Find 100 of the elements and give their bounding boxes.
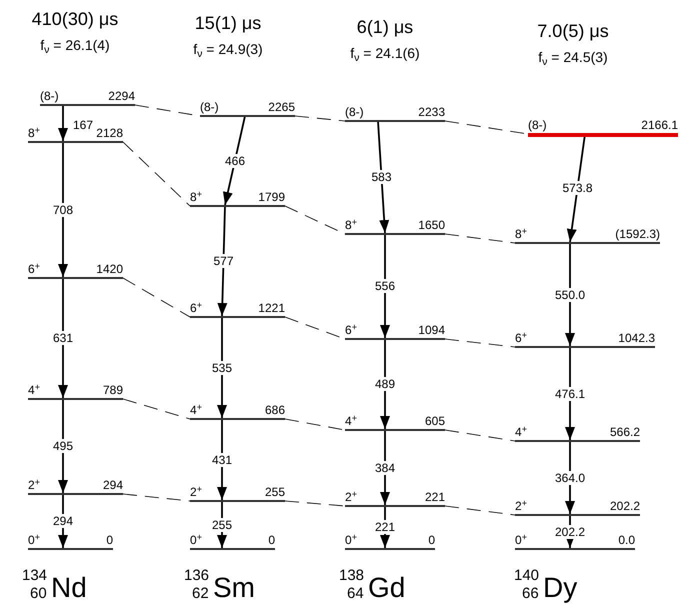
gamma-energy: 535 [210,360,234,374]
spin-parity: 0$^{+}$ [190,534,202,546]
level-energy: 0 [428,534,435,546]
level-energy: 202.2 [610,500,640,512]
level-energy: 1650 [418,219,445,231]
dashed-connector [284,206,346,234]
spin-parity: 8$^{+}$ [515,228,527,240]
half-life: 410(30) μs [32,10,118,28]
dashed-connector [122,142,190,206]
element-symbol: Nd [51,574,87,602]
dashed-connector [444,506,516,516]
spin-parity: 0$^{+}$ [28,534,40,546]
hindrance-factor: f$_{ν}$ = 24.9(3) [193,42,263,56]
mass-number: 140 [514,568,540,583]
gamma-energy: 476.1 [552,386,588,400]
dashed-connector [444,234,516,244]
atomic-number: 66 [522,586,539,601]
level-energy: 2128 [96,127,123,139]
level-energy: 2166.1 [641,119,678,131]
gamma-energy: 708 [50,202,76,216]
hindrance-factor: f$_{ν}$ = 24.1(6) [350,46,420,60]
spin-parity: 6$^{+}$ [515,332,527,344]
half-life: 15(1) μs [194,14,262,32]
level-energy: 2294 [108,90,135,102]
spin-parity: (8-) [345,106,364,118]
gamma-energy: 556 [372,279,398,293]
spin-parity: 2$^{+}$ [515,500,527,512]
mass-number: 136 [184,568,210,583]
gamma-energy: 495 [50,439,76,453]
level-energy: 2233 [418,106,445,118]
level-energy: 1221 [258,302,285,314]
transition-arrow [565,243,575,346]
hindrance-factor: f$_{ν}$ = 24.5(3) [538,50,608,64]
dashed-connector [444,430,516,442]
dashed-connector [122,398,190,420]
transition-arrow [58,142,68,277]
level-energy: 566.2 [610,426,640,438]
spin-parity: 2$^{+}$ [190,486,202,498]
spin-parity: 6$^{+}$ [190,302,202,314]
dashed-connector [294,116,346,122]
dashed-connector [122,278,190,318]
atomic-number: 60 [30,586,47,601]
gamma-energy: 466 [222,154,248,168]
level-energy: 1420 [96,263,123,275]
spin-parity: 6$^{+}$ [28,263,40,275]
element-symbol: Dy [543,574,578,602]
hindrance-factor: f$_{ν}$ = 26.1(4) [40,38,110,52]
level-energy: 1094 [418,324,445,336]
level-energy: 0 [106,534,113,546]
level-energy: 1799 [258,191,285,203]
element-symbol: Sm [213,574,255,602]
spin-parity: 4$^{+}$ [190,404,202,416]
gamma-energy: 489 [372,377,398,391]
spin-parity: 2$^{+}$ [28,479,40,491]
gamma-energy: 631 [50,331,76,345]
atomic-number: 64 [347,586,364,601]
level-energy: (1592.3) [615,228,660,240]
spin-parity: (8-) [528,119,547,131]
gamma-energy: 221 [372,520,398,534]
gamma-energy: 431 [210,452,234,466]
mass-number: 134 [22,568,48,583]
gamma-energy: 255 [210,518,234,532]
level-energy: 1042.3 [618,332,655,344]
dashed-connector [122,494,190,502]
spin-parity: 4$^{+}$ [515,426,527,438]
spin-parity: 4$^{+}$ [345,415,357,427]
gamma-energy: 202.2 [552,524,588,538]
gamma-energy: 573.8 [560,181,595,195]
spin-parity: 0$^{+}$ [515,534,527,546]
level-energy: 0 [268,534,275,546]
spin-parity: 8$^{+}$ [190,191,202,203]
element-symbol: Gd [368,574,406,602]
spin-parity: 6$^{+}$ [345,324,357,336]
level-energy: 686 [264,404,285,416]
atomic-number: 62 [192,586,209,601]
mass-number: 138 [339,568,364,583]
spin-parity: 4$^{+}$ [28,384,40,396]
level-energy: 294 [102,479,123,491]
gamma-energy: 364.0 [552,470,588,484]
spin-parity: 2$^{+}$ [345,491,357,503]
spin-parity: 0$^{+}$ [345,534,357,546]
dashed-connector [444,338,516,348]
level-energy: 605 [424,415,445,427]
gamma-energy: 583 [369,170,394,184]
transition-arrow [380,234,390,338]
spin-parity: 8$^{+}$ [28,127,40,139]
gamma-energy: 550.0 [552,288,588,302]
transition-arrow [58,278,68,398]
level-energy: 255 [264,486,285,498]
gamma-energy: 577 [211,254,236,268]
spin-parity: (8-) [200,101,219,113]
half-life: 7.0(5) μs [537,22,609,40]
spin-parity: 8$^{+}$ [345,219,357,231]
level-energy: 2265 [268,101,295,113]
transition-arrow [217,206,228,316]
level-energy: 0.0 [618,534,635,546]
level-energy: 789 [102,384,123,396]
gamma-energy: 384 [372,460,398,474]
transition-arrow [58,105,68,141]
gamma-energy: 167 [70,118,96,132]
